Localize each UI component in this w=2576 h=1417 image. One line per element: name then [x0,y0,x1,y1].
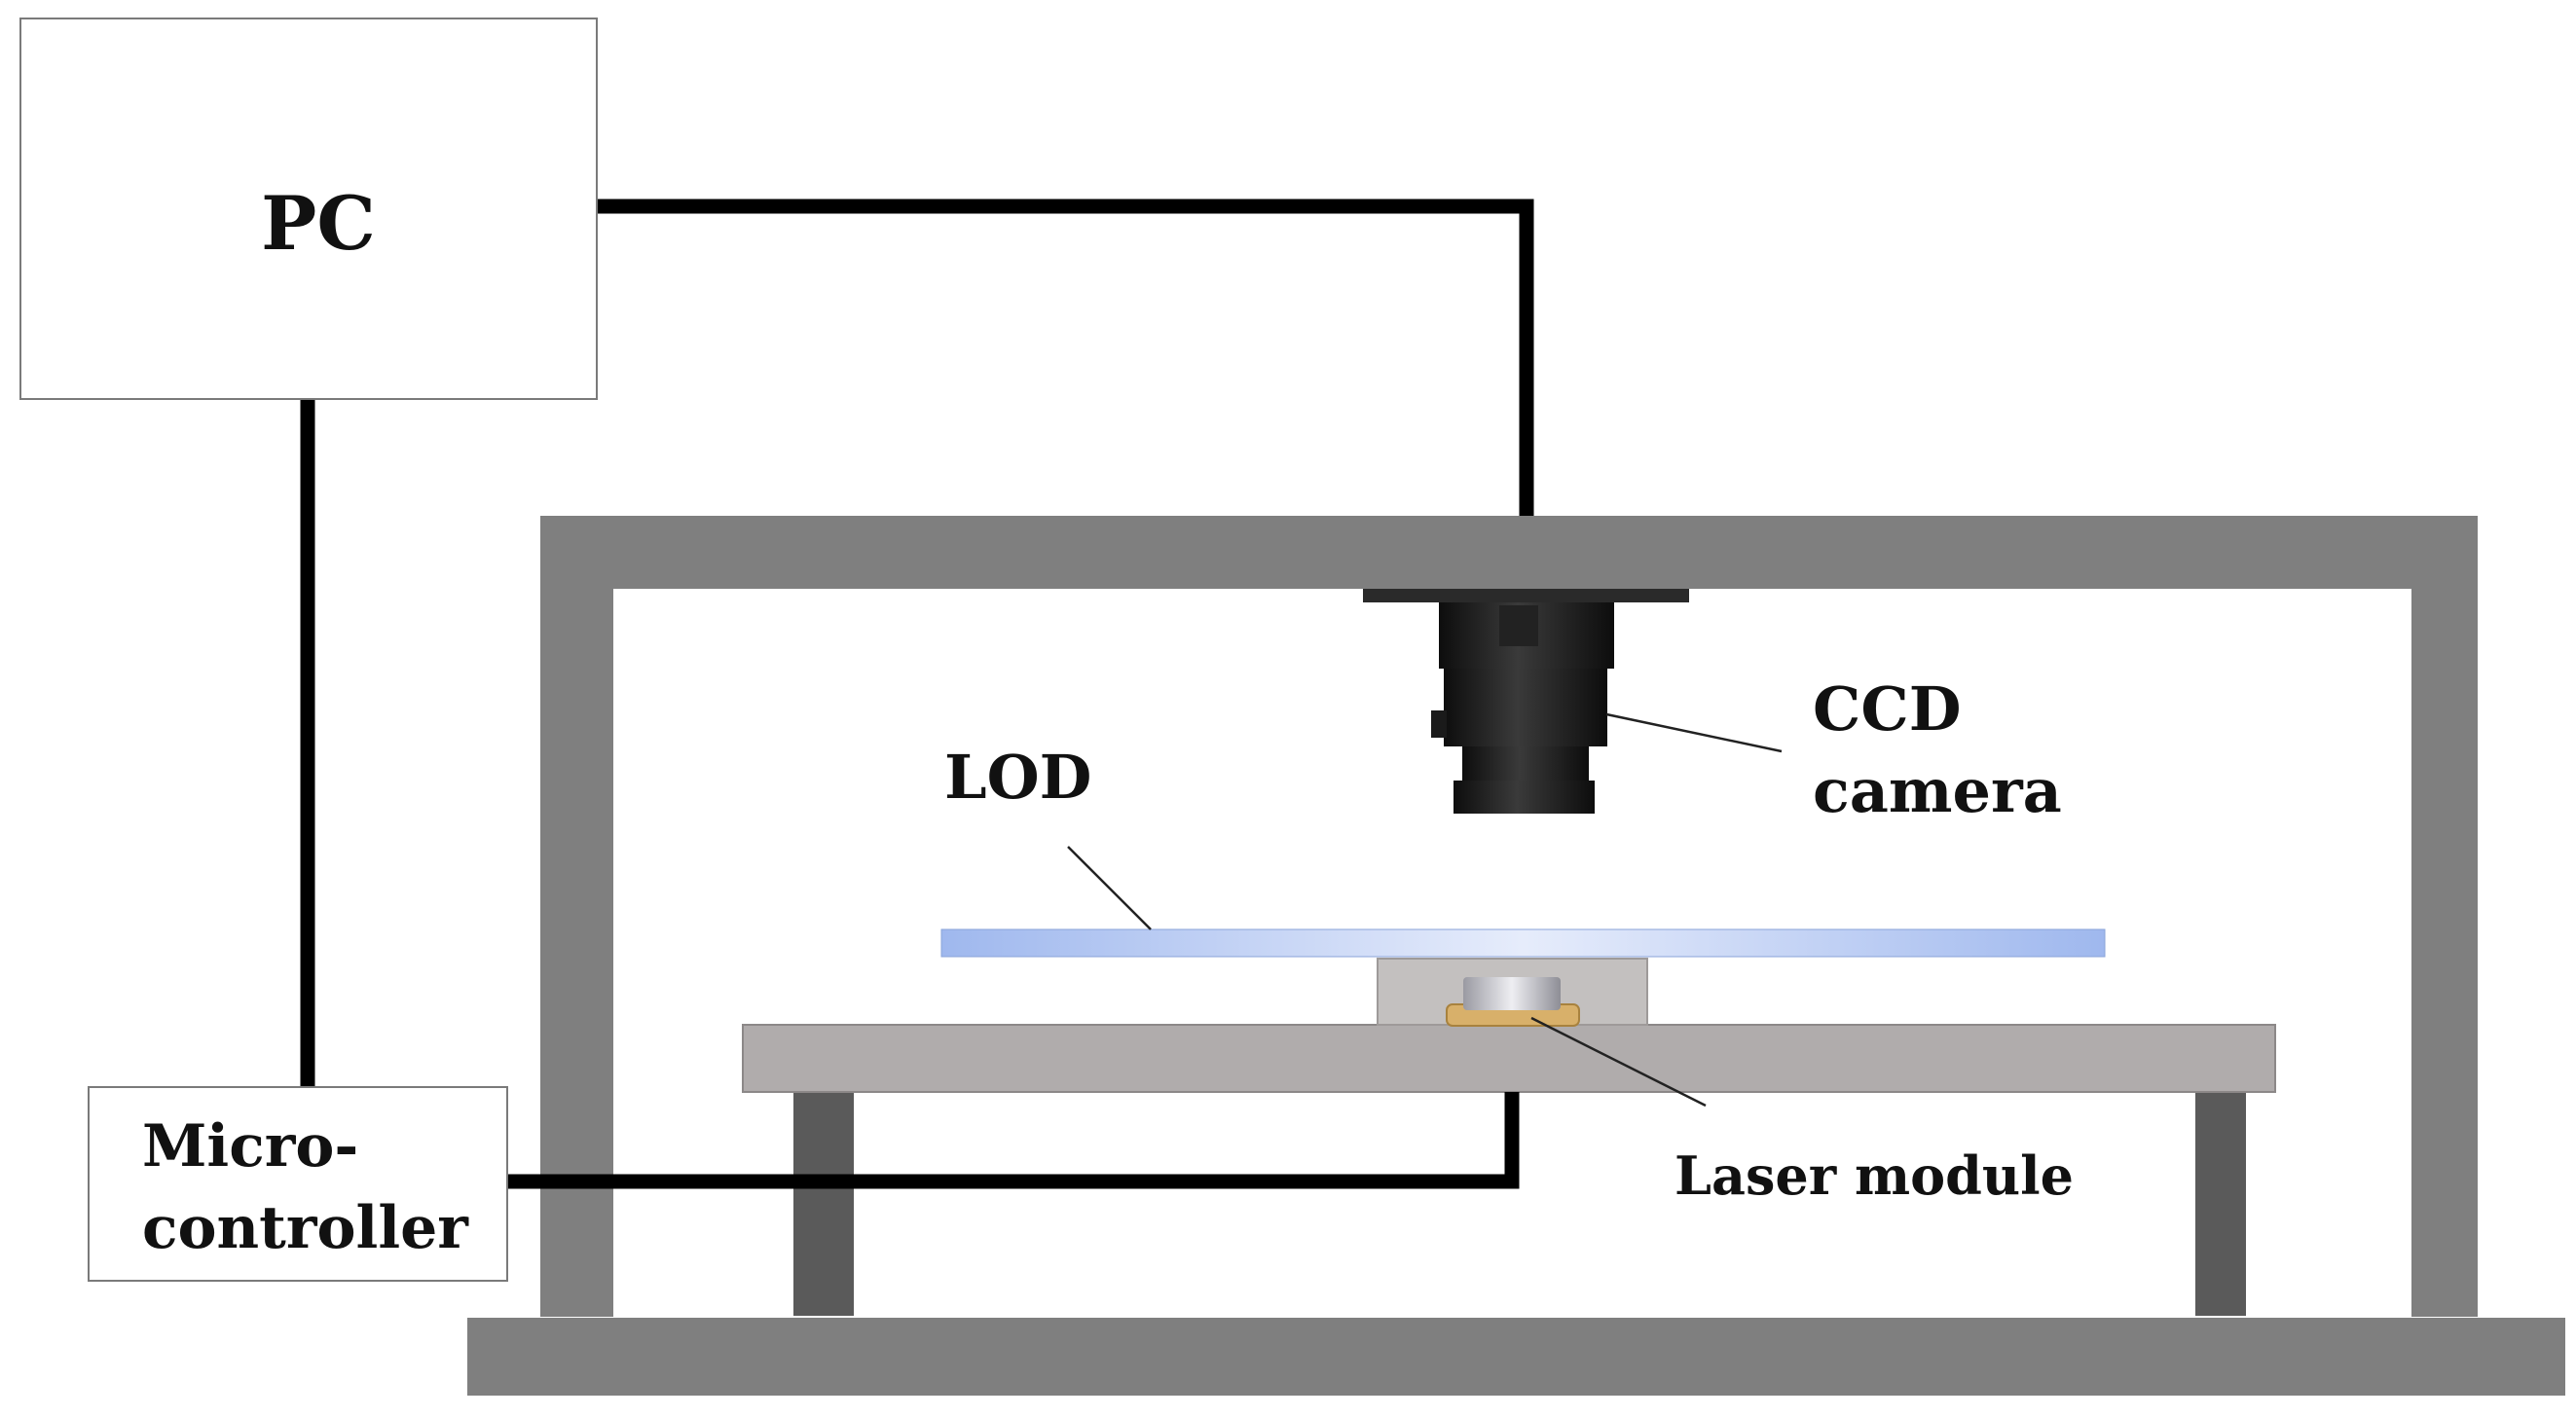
camera-nub [1499,605,1538,646]
microcontroller-box: Micro- controller [88,1086,508,1282]
frame-right-post [2411,589,2478,1317]
ccd-label-line2: camera [1813,755,2062,826]
base-plate [467,1318,2565,1396]
pc-box: PC [19,18,598,400]
leader-laser [1530,1016,1707,1108]
table-leg-left [793,1092,854,1316]
cables [300,199,1534,1189]
pc-label: PC [261,180,376,267]
leader-lod [1067,846,1152,930]
table-top [742,1024,2276,1093]
table [742,1024,2276,1316]
ccd-camera [1363,589,1689,814]
enclosure-frame [540,516,2478,1317]
microcontroller-label-line2: controller [142,1194,469,1262]
camera-knob [1431,710,1447,738]
cable-pc-to-camera [597,199,1534,516]
lod-plate [940,928,2106,958]
frame-top-beam [540,516,2478,589]
camera-lens-tip [1454,781,1595,814]
laser-module [1446,977,1580,1027]
cable-microcontroller-to-laser [507,1092,1520,1189]
microcontroller-label-line1: Micro- [142,1112,358,1181]
leader-ccd [1605,712,1783,753]
pc-box-outline [19,18,598,400]
lod-label: LOD [944,742,1091,813]
laser-head [1463,977,1561,1010]
camera-lens [1444,669,1607,746]
camera-lens-lower [1462,746,1589,782]
camera-mount [1363,589,1689,602]
ccd-label-line1: CCD [1813,673,1961,745]
laser-module-label: Laser module [1674,1144,2074,1207]
frame-left-post [540,589,613,1317]
leader-lines [1067,712,1783,1108]
table-leg-right [2195,1092,2246,1316]
microcontroller-box-outline [88,1086,508,1282]
